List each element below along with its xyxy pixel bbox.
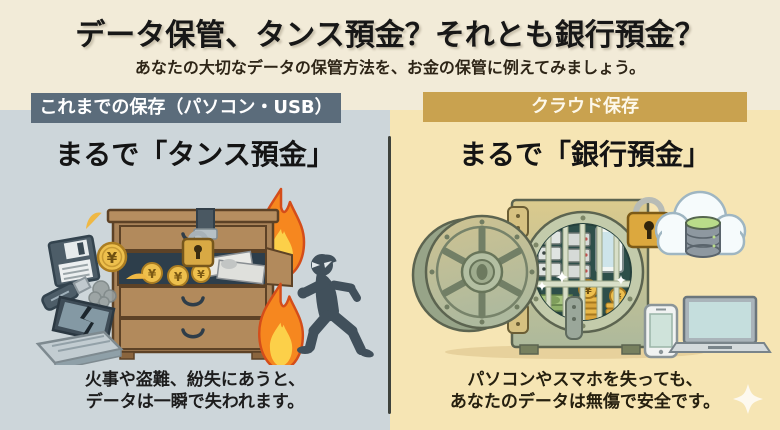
page-title: データ保管、タンス預金？それとも銀行預金？ [75,18,705,53]
svg-text:¥: ¥ [584,284,592,297]
spark-icon [81,210,106,229]
left-heading: まるで「タンス預金」 [55,138,335,171]
smartphone-icon [643,303,679,359]
svg-text:¥: ¥ [107,249,118,267]
left-caption-line2: データは一瞬で失われます。 [85,392,305,413]
page-subtitle: あなたの大切なデータの保管方法を、お金の保管に例えてみましょう。 [134,58,646,77]
right-caption: パソコンやスマホを失っても、 あなたのデータは無傷で安全です。 [390,369,780,414]
thief-icon [297,254,374,358]
right-badge: クラウド保存 [423,92,747,122]
smoke-puff-icon [88,280,117,308]
right-heading: まるで「銀行預金」 [458,138,711,171]
svg-text:¥: ¥ [174,270,183,284]
right-caption-line1: パソコンやスマホを失っても、 [467,370,703,390]
yen-coin-icon: ¥ [96,241,128,273]
vault-bars [535,224,631,320]
left-badge: これまでの保存（パソコン・USB） [31,93,341,123]
panel-divider [388,136,391,414]
floppy-disk-icon [47,234,101,288]
laptop-icon [668,295,772,353]
svg-text:¥: ¥ [148,267,157,281]
vault-door-icon [411,214,540,333]
banknotes-icon [204,250,266,285]
broken-laptop-icon [35,295,124,365]
database-icon [685,216,721,258]
svg-text:¥: ¥ [197,268,205,281]
padlock-icon [181,230,215,268]
left-caption-line1: 火事や盗難、紛失にあうと、 [84,370,306,390]
right-caption-line2: あなたのデータは無傷で安全です。 [449,392,721,413]
sparkle-icon [733,384,763,414]
left-illustration: ¥ ¥ ¥ [35,187,374,365]
right-illustration: ¥ ¥ [411,190,772,359]
left-caption: 火事や盗難、紛失にあうと、 データは一瞬で失われます。 [0,369,390,414]
